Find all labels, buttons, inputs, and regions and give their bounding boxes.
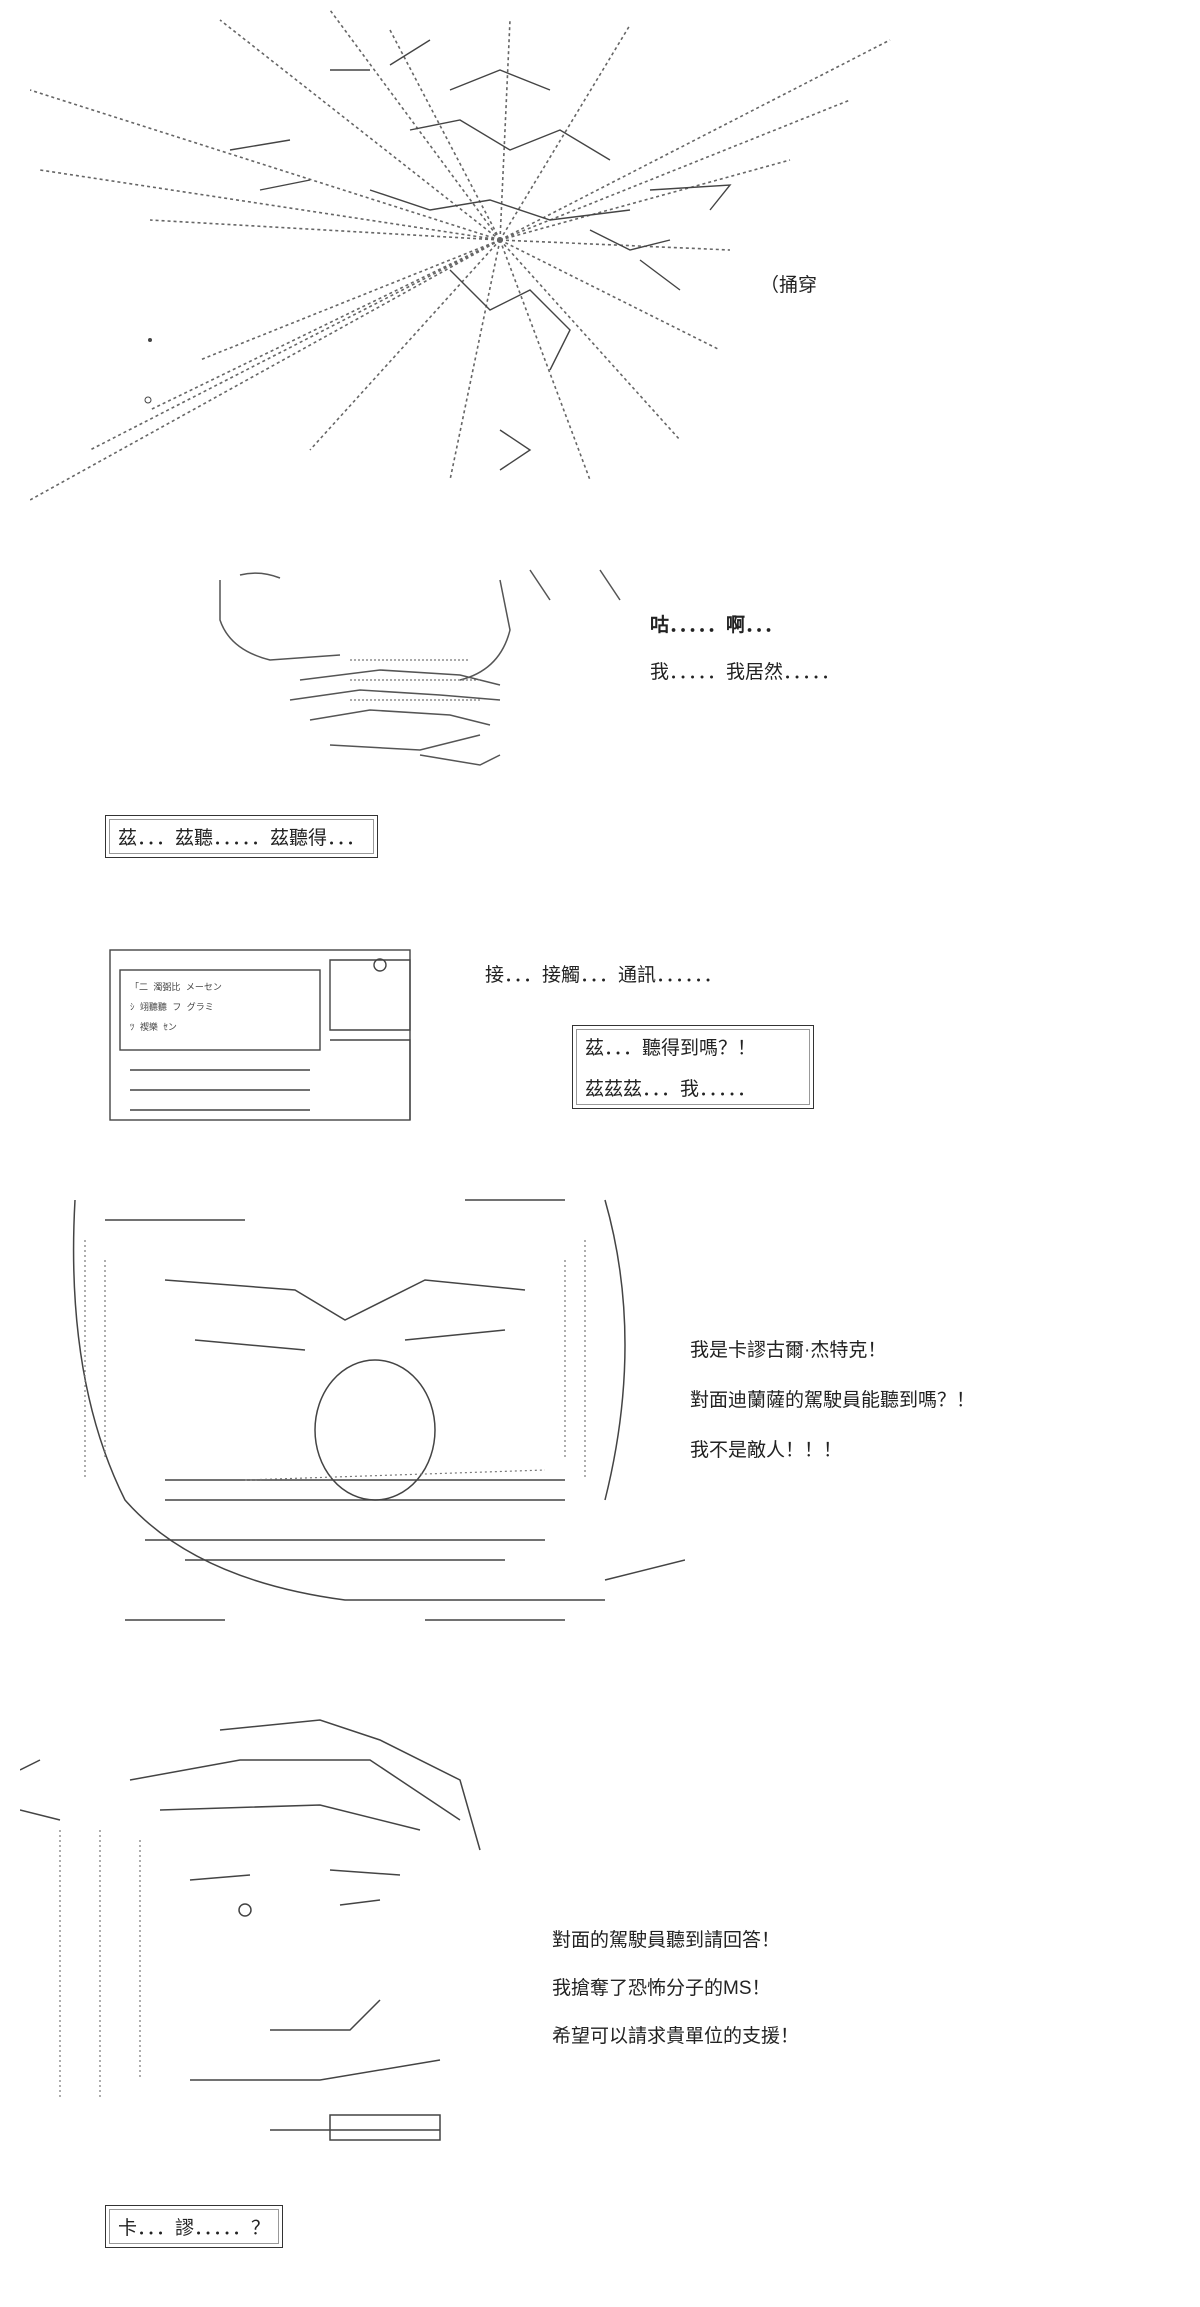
collapse-panel: 咕．．．．．啊．．． 我．．．．．我居然．．．．． (0, 550, 1200, 780)
radio-speech-box: 茲．．．聽得到嗎？！ 茲茲茲．．．我．．．．． (572, 1025, 814, 1109)
collapse-line-1: 咕．．．．．啊．．． (650, 615, 784, 636)
reply-line-2: 我搶奪了恐怖分子的MS！ (552, 1978, 771, 1999)
reply-panel: 對面的駕駛員聽到請回答！ 我搶奪了恐怖分子的MS！ 希望可以請求貴單位的支援！ (0, 1700, 1200, 2150)
svg-text:「二 濁弼比 メーセン: 「二 濁弼比 メーセン (130, 981, 222, 993)
collapse-line-2: 我．．．．．我居然．．．．． (650, 662, 841, 683)
cockpit-console-ascii-art: 「二 濁弼比 メーセン ｼ 翊聽聽 フ グラミ ﾂ 禊樂 ｾン (90, 930, 430, 1150)
pilot-panel: 我是卡謬古爾·杰特克！ 對面迪蘭薩的駕駛員能聽到嗎？！ 我不是敵人！！！ (0, 1180, 1200, 1650)
explosion-panel: （捅穿 (0, 0, 1200, 520)
stab-sound-effect: （捅穿 (760, 275, 818, 296)
radio-box-line-1: 茲．．．聽得到嗎？！ (585, 1038, 757, 1059)
pilot-helmet-ascii-art (45, 1180, 685, 1650)
svg-text:ﾂ 禊樂 ｾン: ﾂ 禊樂 ｾン (130, 1021, 177, 1033)
radio-caption: 接．．．接觸．．．通訊．．．．．． (485, 965, 723, 986)
radio-box-line-2: 茲茲茲．．．我．．．．． (585, 1079, 757, 1100)
reply-line-1: 對面的駕駛員聽到請回答！ (552, 1930, 781, 1951)
static-speech-box: 茲．．．茲聽．．．．．茲聽得．．． (105, 815, 379, 858)
svg-text:ｼ 翊聽聽 フ グラミ: ｼ 翊聽聽 フ グラミ (130, 1001, 214, 1013)
operator-face-ascii-art (20, 1700, 500, 2150)
reply-line-3: 希望可以請求貴單位的支援！ (552, 2026, 800, 2047)
pilot-line-1: 我是卡謬古爾·杰特克！ (690, 1340, 887, 1361)
explosion-ascii-art (30, 10, 910, 510)
pilot-line-3: 我不是敵人！！！ (690, 1440, 843, 1461)
static-box-text: 茲．．．茲聽．．．．．茲聽得．．． (118, 828, 366, 849)
collapsing-figure-ascii-art (200, 560, 640, 780)
final-speech-box: 卡．．．謬．．．．．？ (105, 2205, 284, 2248)
radio-panel: 「二 濁弼比 メーセン ｼ 翊聽聽 フ グラミ ﾂ 禊樂 ｾン 接．．．接觸．．… (0, 920, 1200, 1160)
pilot-line-2: 對面迪蘭薩的駕駛員能聽到嗎？！ (690, 1390, 976, 1411)
final-box-text: 卡．．．謬．．．．．？ (118, 2218, 271, 2239)
